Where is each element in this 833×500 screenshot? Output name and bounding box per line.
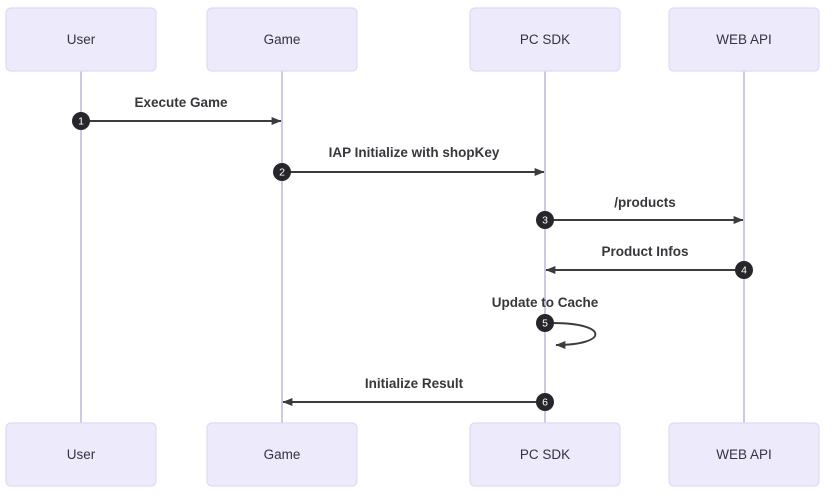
actor-label-pcsdk-bottom: PC SDK (520, 447, 570, 462)
actor-box-webapi-bottom: WEB API (668, 422, 820, 487)
message-number-circle-1 (72, 112, 90, 130)
actor-box-rect-game-top (206, 7, 358, 72)
message-label-6: Initialize Result (365, 376, 464, 391)
message-number-circle-6 (536, 393, 554, 411)
actor-box-rect-game-bottom (206, 422, 358, 487)
message-number-circle-2 (273, 163, 291, 181)
message-loop-arrow-5 (552, 322, 597, 349)
message-number-circle-4 (735, 261, 753, 279)
actor-box-pcsdk-top: PC SDK (469, 7, 621, 72)
message-label-1: Execute Game (134, 95, 228, 110)
message-label-2: IAP Initialize with shopKey (329, 145, 500, 160)
message-number-text-5: 5 (542, 318, 548, 330)
message-number-text-3: 3 (542, 215, 548, 227)
actor-label-user-bottom: User (67, 447, 96, 462)
message-number-circle-5 (536, 314, 554, 332)
message-label-5: Update to Cache (492, 295, 599, 310)
message-4: Product Infos 4 (545, 244, 753, 279)
actor-box-rect-webapi-top (668, 7, 820, 72)
actor-box-rect-user-top (5, 7, 157, 72)
message-number-badge-6: 6 (536, 393, 554, 411)
message-number-text-1: 1 (78, 116, 84, 128)
actor-label-webapi-bottom: WEB API (716, 447, 772, 462)
message-number-badge-3: 3 (536, 211, 554, 229)
actor-box-user-top: User (5, 7, 157, 72)
actor-label-user-top: User (67, 32, 96, 47)
message-5: Update to Cache 5 (492, 295, 599, 349)
message-number-badge-2: 2 (273, 163, 291, 181)
actor-box-rect-user-bottom (5, 422, 157, 487)
message-label-4: Product Infos (602, 244, 689, 259)
message-3: /products 3 (536, 195, 744, 229)
message-number-text-4: 4 (741, 265, 747, 277)
lifelines-group (80, 71, 745, 423)
actor-label-webapi-top: WEB API (716, 32, 772, 47)
message-number-badge-5: 5 (536, 314, 554, 332)
actor-box-game-bottom: Game (206, 422, 358, 487)
actors-top-group: User Game PC SDK WEB API (5, 7, 820, 72)
message-number-text-2: 2 (279, 167, 285, 179)
message-number-badge-4: 4 (735, 261, 753, 279)
message-1: Execute Game 1 (72, 95, 282, 130)
actor-box-rect-webapi-bottom (668, 422, 820, 487)
actors-bottom-group: User Game PC SDK WEB API (5, 422, 820, 487)
actor-box-webapi-top: WEB API (668, 7, 820, 72)
message-label-3: /products (614, 195, 676, 210)
message-2: IAP Initialize with shopKey 2 (273, 145, 545, 181)
actor-box-pcsdk-bottom: PC SDK (469, 422, 621, 487)
actor-label-game-bottom: Game (264, 447, 301, 462)
actor-label-pcsdk-top: PC SDK (520, 32, 570, 47)
actor-box-rect-pcsdk-top (469, 7, 621, 72)
message-6: Initialize Result 6 (282, 376, 554, 411)
actor-box-rect-pcsdk-bottom (469, 422, 621, 487)
message-number-badge-1: 1 (72, 112, 90, 130)
actor-box-user-bottom: User (5, 422, 157, 487)
actor-label-game-top: Game (264, 32, 301, 47)
message-number-circle-3 (536, 211, 554, 229)
message-number-text-6: 6 (542, 397, 548, 409)
actor-box-game-top: Game (206, 7, 358, 72)
